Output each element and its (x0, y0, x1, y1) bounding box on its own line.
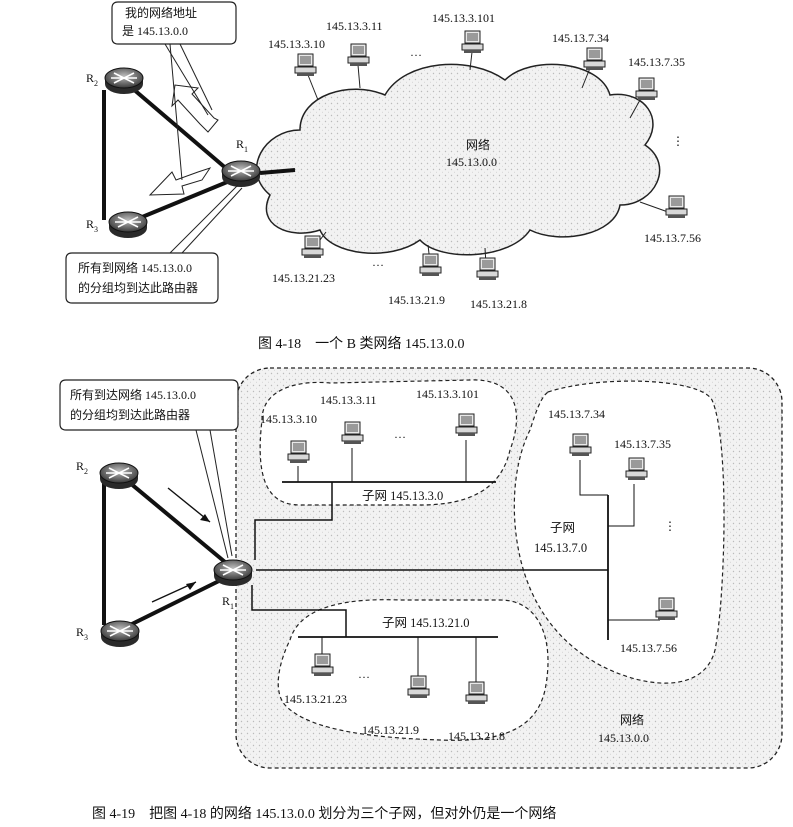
host2-label-7-56: 145.13.7.56 (620, 641, 677, 655)
host-21-9 (419, 253, 442, 277)
caption-4-18: 图 4-18 一个 B 类网络 145.13.0.0 (258, 336, 465, 352)
link2-r3-r1 (123, 576, 226, 630)
host-7-34 (583, 47, 606, 71)
r1-label: R1 (236, 137, 248, 154)
callout-bottom-line2: 的分组均到达此路由器 (78, 280, 198, 295)
ellipsis2-a: … (394, 427, 406, 441)
host-21-8 (476, 257, 499, 281)
callout-bottom-box (65, 252, 219, 304)
host2-label-21-8: 145.13.21.8 (448, 729, 505, 743)
host2-label-3-11: 145.13.3.11 (320, 393, 377, 407)
ellipsis-right: ⋮ (672, 134, 684, 148)
host-3-10 (294, 53, 317, 77)
r2-label-2: R2 (76, 459, 88, 476)
host2-7-34 (569, 433, 592, 457)
router-r1 (221, 160, 261, 188)
subnet-b-label-line2: 145.13.7.0 (534, 541, 587, 555)
callout-19-line2: 的分组均到达此路由器 (70, 407, 190, 422)
host2-3-11 (341, 421, 364, 445)
figure-4-19: R2 R1 R3 所有到达网络 145.13.0.0 的分组均到达此路由器 14… (59, 367, 783, 822)
link-r2-r1 (123, 80, 230, 172)
figure-4-18: 网络 145.13.0.0 R2 R1 R3 我的网络地址 是 145.13.0… (65, 1, 701, 352)
network-label-line2: 145.13.0.0 (598, 731, 649, 745)
host-label-7-35: 145.13.7.35 (628, 55, 685, 69)
host2-label-3-101: 145.13.3.101 (416, 387, 479, 401)
callout-top-line2: 是 145.13.0.0 (122, 24, 188, 38)
ellipsis2-b: ⋮ (664, 519, 676, 533)
host-label-3-101: 145.13.3.101 (432, 11, 495, 25)
host2-21-8 (465, 681, 488, 705)
router-r3 (108, 211, 148, 239)
wire-to-subnet-c (251, 585, 347, 637)
host-label-7-34: 145.13.7.34 (552, 31, 609, 45)
host-label-3-10: 145.13.3.10 (268, 37, 325, 51)
ellipsis-top: … (410, 45, 422, 59)
router2-r3 (100, 620, 140, 648)
host2-3-101 (455, 413, 478, 437)
host-21-23 (301, 235, 324, 259)
subnet-b-label-line1: 子网 (550, 521, 575, 535)
callout-bottom-line1: 所有到网络 145.13.0.0 (78, 260, 192, 275)
host2-7-35 (625, 457, 648, 481)
subnet-a-boundary (259, 379, 518, 506)
host2-3-10 (287, 440, 310, 464)
host2-label-21-23: 145.13.21.23 (284, 692, 347, 706)
callout-19-box (59, 379, 239, 431)
callout-19-line1: 所有到达网络 145.13.0.0 (70, 387, 196, 402)
host2-label-7-35: 145.13.7.35 (614, 437, 671, 451)
cloud-label-line2: 145.13.0.0 (446, 155, 497, 169)
host-3-101 (461, 30, 484, 54)
host2-21-23 (311, 653, 334, 677)
cloud-label-line1: 网络 (466, 137, 490, 152)
r1-label-2: R1 (222, 594, 234, 611)
r3-label: R3 (86, 217, 98, 234)
router2-r2 (99, 462, 139, 490)
host2-7-56 (655, 597, 678, 621)
callout-top-line1: 我的网络地址 (125, 5, 197, 20)
r3-label-2: R3 (76, 625, 88, 642)
link-r3-r1 (129, 178, 233, 224)
host-label-21-8: 145.13.21.8 (470, 297, 527, 311)
subnet-a-label: 子网 145.13.3.0 (362, 489, 443, 503)
router-r2 (104, 67, 144, 95)
host-7-35 (635, 77, 658, 101)
ellipsis2-c: … (358, 667, 370, 681)
r2-label: R2 (86, 71, 98, 88)
host2-label-3-10: 145.13.3.10 (260, 412, 317, 426)
network-label-line1: 网络 (620, 712, 644, 727)
callout-top-box (111, 1, 237, 45)
host-label-3-11: 145.13.3.11 (326, 19, 383, 33)
subnet-c-label: 子网 145.13.21.0 (382, 616, 470, 630)
router2-r1 (213, 559, 253, 587)
caption-4-19: 图 4-19 把图 4-18 的网络 145.13.0.0 划分为三个子网，但对… (92, 806, 556, 822)
link-r1-cloud (259, 168, 296, 175)
host-7-56 (665, 195, 688, 219)
ellipsis-bottom: … (372, 255, 384, 269)
host2-label-7-34: 145.13.7.34 (548, 407, 605, 421)
wire-to-subnet-a (254, 482, 333, 560)
network-cloud (255, 63, 661, 256)
host-label-21-9: 145.13.21.9 (388, 293, 445, 307)
arrow-to-r3 (148, 167, 212, 196)
host2-21-9 (407, 675, 430, 699)
host-label-7-56: 145.13.7.56 (644, 231, 701, 245)
link2-r2-r1 (122, 476, 227, 564)
host2-label-21-9: 145.13.21.9 (362, 723, 419, 737)
host-label-21-23: 145.13.21.23 (272, 271, 335, 285)
host-3-11 (347, 43, 370, 67)
